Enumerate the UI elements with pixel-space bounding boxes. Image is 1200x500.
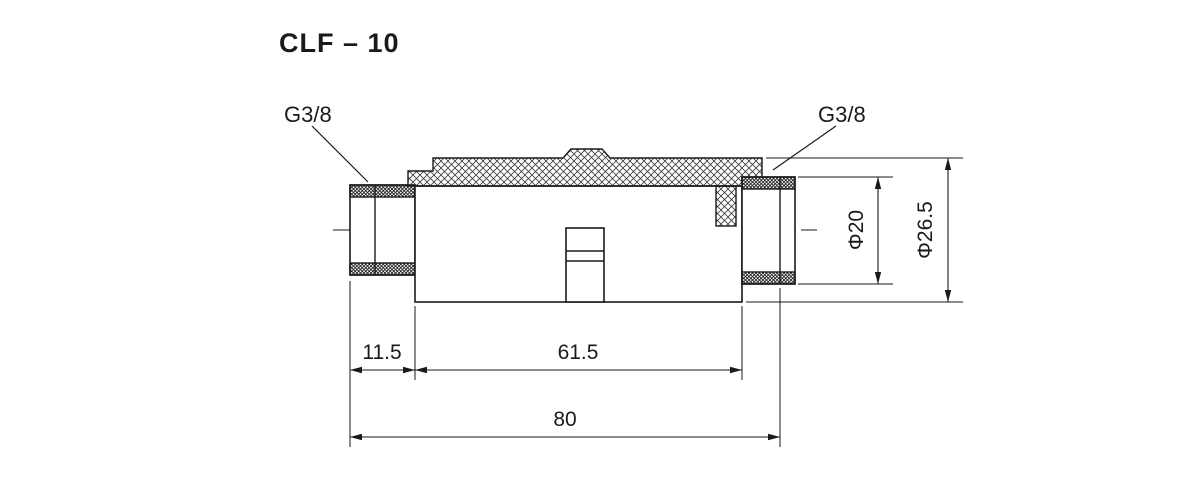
dim-body-length: 61.5: [558, 341, 599, 364]
sleeve-retainer-tab: [715, 185, 737, 227]
dim-total-length: 80: [553, 408, 576, 431]
valve-detail: [565, 227, 605, 303]
coupling-part-view: [333, 148, 817, 303]
leader-line-right: [772, 125, 837, 171]
dim-inner-diameter: Φ20: [845, 210, 868, 250]
length-dimensions: 11.5 61.5 80: [349, 281, 781, 447]
left-thread-stub: [349, 184, 416, 276]
right-thread-stub: [741, 176, 796, 285]
thread-label-right: G3/8: [818, 102, 866, 127]
thread-callouts: G3/8 G3/8: [284, 102, 866, 183]
knurled-sleeve: [407, 148, 763, 227]
dim-outer-diameter: Φ26.5: [914, 201, 937, 259]
diameter-dimensions: Φ20 Φ26.5: [746, 157, 963, 303]
leader-line-left: [311, 125, 369, 183]
dim-left-length: 11.5: [362, 341, 401, 364]
drawing-title: CLF – 10: [279, 28, 400, 58]
thread-label-left: G3/8: [284, 102, 332, 127]
